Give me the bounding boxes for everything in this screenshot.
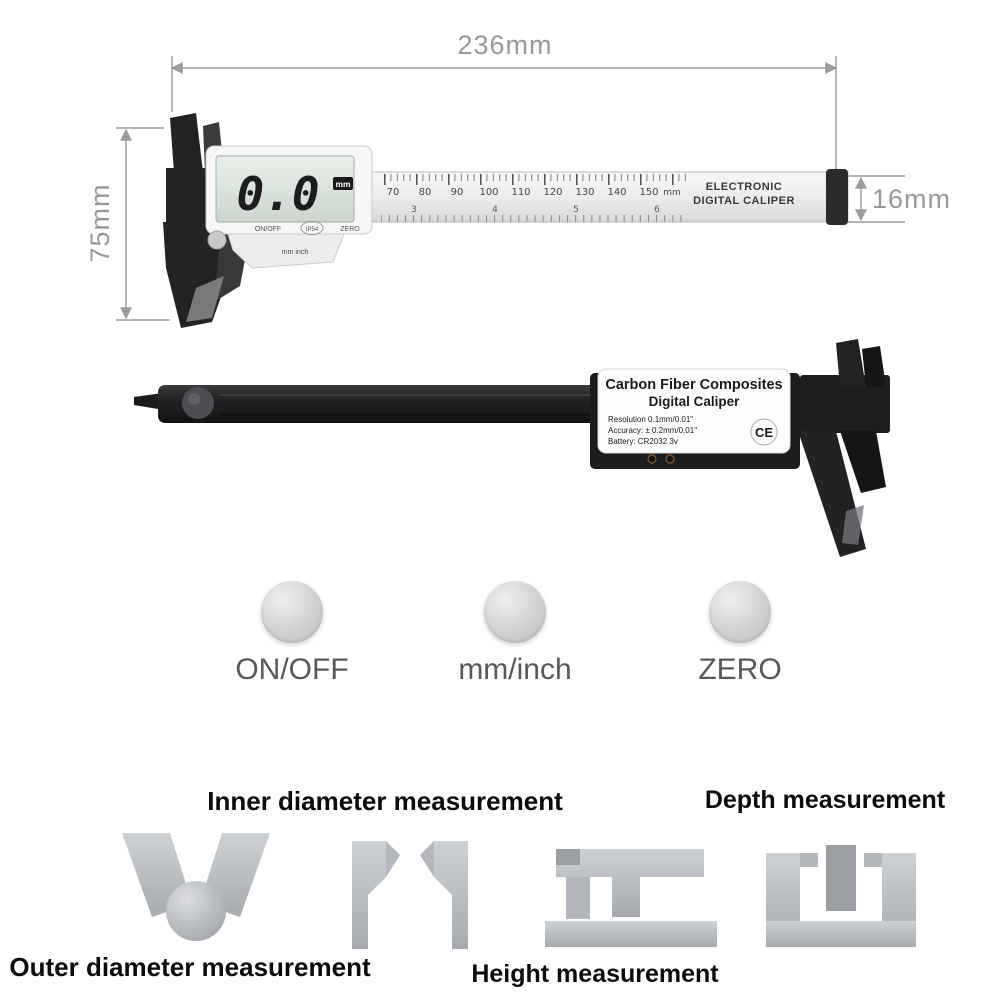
scale-mm-numbers: 70 80 90 100 110 120 130 140 150 mm bbox=[387, 187, 681, 198]
svg-text:150: 150 bbox=[639, 187, 658, 198]
screw-right bbox=[665, 454, 675, 464]
scale-inch-numbers: 3 4 5 6 bbox=[411, 205, 660, 215]
dimension-width-arrow bbox=[170, 56, 838, 170]
svg-text:130: 130 bbox=[575, 187, 594, 198]
label-title-line1: Carbon Fiber Composites bbox=[605, 377, 782, 393]
inner-jaw-up-1 bbox=[836, 339, 866, 387]
dimension-thickness-label: 16mm bbox=[872, 184, 952, 214]
svg-text:100: 100 bbox=[479, 187, 498, 198]
mm-inch-button-caption: mm/inch bbox=[458, 653, 572, 686]
lcd-unit: mm bbox=[335, 179, 351, 189]
thumb-roller[interactable] bbox=[207, 230, 227, 250]
zero-button-caption: ZERO bbox=[698, 653, 782, 686]
spec-accuracy: Accuracy: ± 0.2mm/0.01" bbox=[608, 426, 697, 435]
inner-jaw-up-2 bbox=[862, 346, 886, 387]
svg-text:4: 4 bbox=[492, 205, 498, 215]
depth-caption: Depth measurement bbox=[704, 786, 946, 814]
svg-text:90: 90 bbox=[451, 187, 464, 198]
svg-text:6: 6 bbox=[654, 205, 660, 215]
lcd-screen bbox=[215, 155, 355, 223]
spec-label-card bbox=[597, 368, 791, 454]
svg-text:120: 120 bbox=[543, 187, 562, 198]
zero-button[interactable] bbox=[709, 581, 771, 643]
svg-text:70: 70 bbox=[387, 187, 400, 198]
lcd-reading: 0.0 bbox=[236, 167, 319, 221]
height-measurement-icon bbox=[545, 849, 717, 947]
units-button-label[interactable]: mm inch bbox=[282, 249, 309, 256]
screw-left bbox=[647, 454, 657, 464]
depth-measurement-icon bbox=[766, 845, 916, 947]
dimension-width-label: 236mm bbox=[457, 30, 553, 60]
inner-jaw-fixed bbox=[170, 113, 203, 172]
measurement-icons bbox=[122, 833, 916, 949]
outer-diameter-icon bbox=[122, 833, 270, 941]
svg-text:mm: mm bbox=[663, 188, 681, 198]
svg-text:DIGITAL CALIPER: DIGITAL CALIPER bbox=[693, 195, 795, 207]
svg-text:ELECTRONIC: ELECTRONIC bbox=[706, 181, 783, 193]
dimension-thickness-arrow bbox=[848, 175, 905, 223]
svg-text:140: 140 bbox=[607, 187, 626, 198]
svg-text:5: 5 bbox=[573, 205, 579, 215]
caliper-back-slider[interactable]: Carbon Fiber Composites Digital Caliper … bbox=[590, 368, 800, 469]
height-caption: Height measurement bbox=[471, 960, 719, 988]
spec-battery: Battery: CR2032 3v bbox=[608, 437, 678, 446]
inner-diameter-caption: Inner diameter measurement bbox=[207, 786, 563, 816]
display-module: 0.0 mm ON/OFF IP54 ZERO mm inch bbox=[205, 145, 373, 269]
mm-inch-button[interactable] bbox=[484, 581, 546, 643]
dimension-height-arrow bbox=[116, 127, 170, 321]
label-title-line2: Digital Caliper bbox=[649, 394, 741, 409]
ce-mark: CE bbox=[755, 425, 773, 440]
svg-text:110: 110 bbox=[511, 187, 530, 198]
onoff-button-label[interactable]: ON/OFF bbox=[255, 226, 281, 233]
onoff-button-caption: ON/OFF bbox=[235, 653, 349, 686]
outer-jaw-down-2 bbox=[840, 431, 886, 493]
zero-button-label[interactable]: ZERO bbox=[340, 226, 360, 233]
outer-diameter-caption: Outer diameter measurement bbox=[9, 952, 371, 982]
caliper-back-jaws bbox=[798, 339, 890, 557]
beam-end-cap bbox=[826, 169, 848, 225]
onoff-button[interactable] bbox=[261, 581, 323, 643]
brand-text: ELECTRONIC DIGITAL CALIPER bbox=[693, 181, 795, 207]
caliper-front-illustration: 70 80 90 100 110 120 130 140 150 mm 3 4 … bbox=[116, 56, 905, 328]
spec-resolution: Resolution 0.1mm/0.01" bbox=[608, 415, 693, 424]
caliper-back-illustration: Carbon Fiber Composites Digital Caliper … bbox=[134, 339, 890, 557]
svg-text:80: 80 bbox=[419, 187, 432, 198]
ip-rating-label: IP54 bbox=[306, 227, 319, 233]
svg-text:3: 3 bbox=[411, 205, 417, 215]
inner-diameter-icon bbox=[352, 841, 468, 949]
